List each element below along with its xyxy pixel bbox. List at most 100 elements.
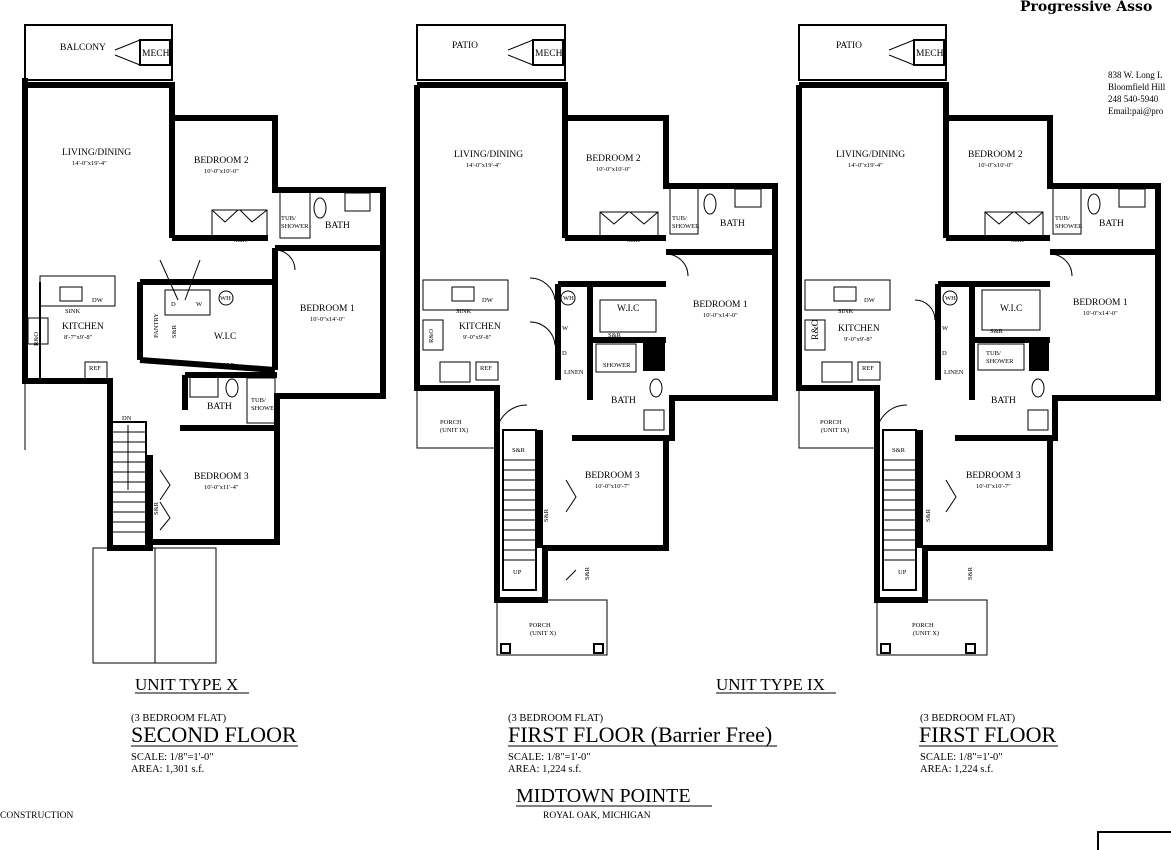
room-label: W.I.C: [214, 332, 236, 342]
wic-closet: [599, 299, 657, 333]
closet: [211, 209, 268, 237]
fixture-label: DW: [482, 297, 494, 304]
fixture-label: REF: [89, 365, 101, 372]
room-label: BEDROOM 1: [300, 304, 355, 314]
wall: [139, 357, 276, 373]
room-label: PORCH: [820, 419, 842, 426]
room-label: PATIO: [452, 41, 478, 51]
vanity-fixture: [189, 374, 219, 398]
fixture-label: WH: [220, 295, 231, 302]
stair-label: UP: [898, 569, 907, 576]
stair-treads: [883, 459, 916, 561]
closet: [984, 211, 1044, 237]
fixture-label: S&R: [925, 508, 932, 522]
room-dimension: 8'-7"x9'-8": [64, 334, 93, 341]
range-fixture: [27, 317, 49, 345]
closet-doors: [565, 479, 577, 513]
address-line: 838 W. Long L: [1108, 70, 1163, 80]
fixture-label: S&R: [608, 332, 622, 339]
project-name: MIDTOWN POINTE: [516, 785, 691, 807]
vanity-fixture: [344, 192, 371, 212]
door-swing: [529, 277, 556, 346]
room-label: BEDROOM 3: [966, 471, 1021, 481]
fixture-label: LINEN: [944, 369, 964, 376]
room-label: BALCONY: [60, 43, 106, 53]
porch-post: [593, 643, 604, 654]
floor-title: FIRST FLOOR: [919, 722, 1057, 747]
room-label: BEDROOM 2: [968, 150, 1023, 160]
room-label: LIVING/DINING: [836, 150, 905, 160]
shower-fixture: [595, 343, 637, 373]
kitchen-counter: [422, 279, 509, 311]
fixture-label: W: [562, 325, 569, 332]
stairs: [111, 421, 147, 549]
vanity-fixture: [1027, 409, 1049, 431]
sink-fixture: [451, 286, 475, 302]
room-label: (UNIT X): [913, 630, 939, 637]
room-dimension: 10'-0"x10'-7": [595, 483, 630, 490]
unit-type-title: UNIT TYPE X: [135, 675, 239, 694]
fixture-label: S&R: [584, 566, 591, 580]
plan-subtitle: (3 BEDROOM FLAT): [508, 713, 604, 724]
room-label: BEDROOM 3: [585, 471, 640, 481]
tub-fixture: [246, 377, 276, 424]
room-label: KITCHEN: [459, 322, 501, 332]
plan3-outer-wall: [796, 82, 1161, 603]
tub-fixture: [1052, 185, 1082, 235]
door-swing: [114, 39, 141, 66]
plan-subtitle: (3 BEDROOM FLAT): [131, 713, 227, 724]
room-label: PORCH: [440, 419, 462, 426]
room-dimension: 9'-0"x9'-8": [463, 334, 492, 341]
room-label: BEDROOM 1: [693, 300, 748, 310]
door-swing: [507, 39, 534, 66]
door-swing: [159, 259, 201, 301]
plan-unit-x-second-floor: BALCONY MECH. LIVING/DINING 14'-0"x19'-4…: [22, 24, 386, 664]
room-dimension: 10'-0"x11'-4": [204, 484, 239, 491]
closet-doors: [565, 569, 577, 581]
room-label: BATH: [991, 396, 1016, 406]
porch-ix-outline: [798, 387, 878, 449]
fixture-label: TUB/: [986, 350, 1001, 357]
door-swing: [914, 299, 936, 321]
fixture-label: SINK: [456, 308, 471, 315]
vanity-fixture: [1118, 188, 1146, 208]
porch-ix-outline: [416, 387, 498, 449]
stair-treads: [503, 459, 536, 561]
range-fixture: [422, 319, 444, 351]
toilet-fixture: [225, 378, 239, 398]
vanity-fixture: [643, 409, 665, 431]
mech-closet: [913, 39, 945, 66]
fixture-label: SHOWER: [1055, 223, 1083, 230]
construction-note: CONSTRUCTION: [0, 811, 74, 821]
fixture-label: S&R: [892, 447, 906, 454]
door-swing: [888, 39, 915, 66]
room-dimension: 14'-0"x19'-4": [72, 160, 107, 167]
plan-scale: SCALE: 1/8"=1'-0": [508, 752, 591, 763]
plan-subtitle: (3 BEDROOM FLAT): [920, 713, 1016, 724]
room-label: LIVING/DINING: [62, 148, 131, 158]
room-label: W.I.C: [1000, 304, 1022, 314]
closet-doors: [984, 211, 1044, 225]
room-label: BATH: [611, 396, 636, 406]
fixture-label: SHOWER: [672, 223, 700, 230]
closet-doors: [945, 479, 957, 513]
fixture-label: D: [171, 301, 176, 308]
door-swing: [274, 249, 296, 271]
fixture-label: S&R: [1011, 237, 1025, 244]
fixture-label: S&R: [153, 501, 160, 515]
plan-unit-ix-first-floor: PATIO MECH. LIVING/DINING 14'-0"x19'-4" …: [796, 24, 1161, 656]
sink-fixture: [59, 286, 83, 302]
plan-area: AREA: 1,301 s.f.: [131, 764, 205, 775]
fixture-label: DW: [92, 297, 104, 304]
room-label: BATH: [325, 221, 350, 231]
address-line: Bloomfield Hill: [1108, 82, 1166, 92]
ref-fixture: [475, 361, 499, 381]
plan-area: AREA: 1,224 s.f.: [508, 764, 582, 775]
washer-dryer: [164, 289, 211, 316]
fixture-label: SHOWER: [251, 405, 279, 412]
fixture-label: DW: [864, 297, 876, 304]
plan1-outer-wall: [22, 78, 386, 551]
mech-closet: [532, 39, 564, 66]
door-swing: [665, 253, 689, 277]
room-label: KITCHEN: [838, 324, 880, 334]
